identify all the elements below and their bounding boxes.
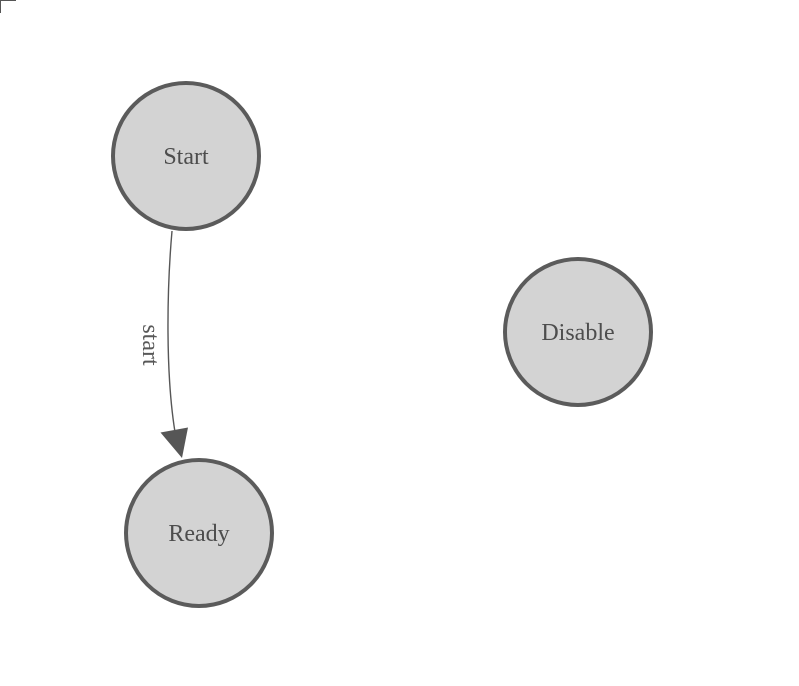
viewport-corner-mark [0, 0, 16, 13]
state-node-start: Start [111, 81, 261, 231]
state-node-ready: Ready [124, 458, 274, 608]
state-node-disable: Disable [503, 257, 653, 407]
edge-path[interactable] [167, 230, 177, 439]
edge-label[interactable]: start [137, 324, 163, 366]
state-circle-disable[interactable] [503, 257, 653, 407]
state-label-disable: Disable [541, 320, 614, 346]
transition-edge: start [137, 230, 189, 459]
state-label-start: Start [163, 144, 209, 170]
state-circle-start[interactable] [111, 81, 261, 231]
state-label-ready: Ready [168, 521, 229, 547]
edge-arrowhead-icon[interactable] [160, 427, 189, 459]
state-circle-ready[interactable] [124, 458, 274, 608]
